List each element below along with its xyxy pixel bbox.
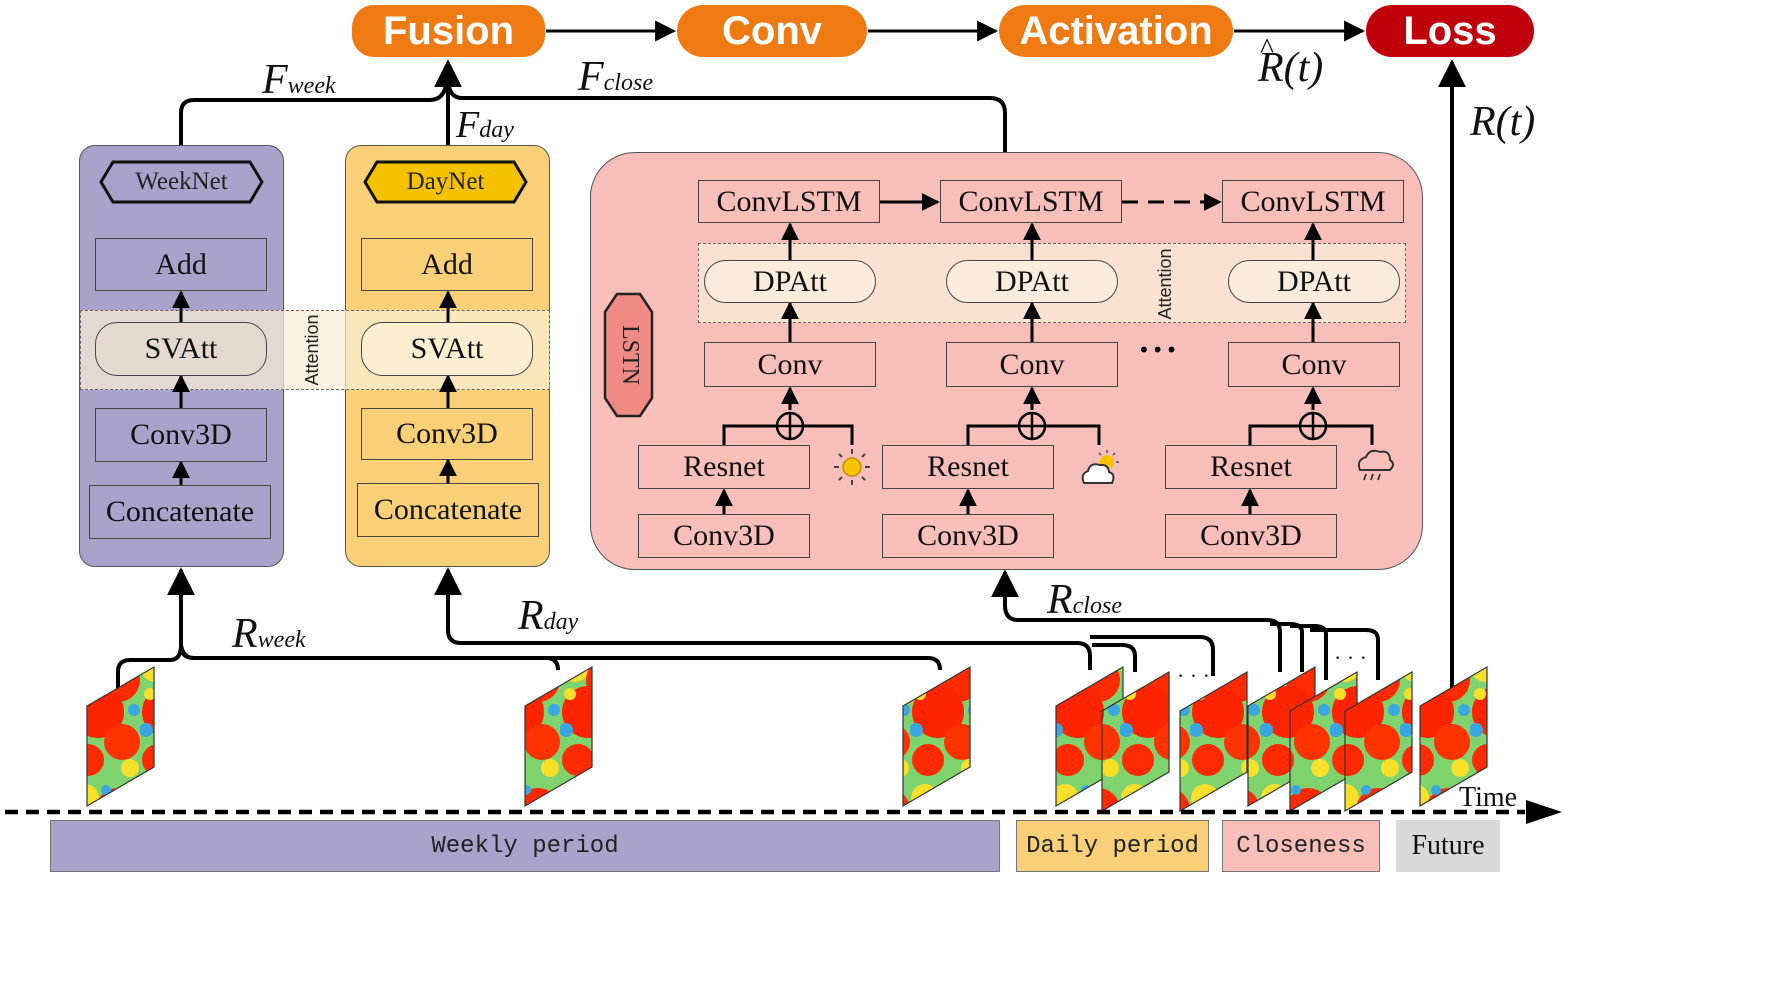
time-label: Time bbox=[1459, 782, 1518, 813]
heatmap-week-3 bbox=[902, 665, 971, 808]
daynet-concatenate: Concatenate bbox=[357, 483, 539, 537]
conv3d-3: Conv3D bbox=[1165, 514, 1337, 558]
daynet-svatt: SVAtt bbox=[361, 322, 533, 376]
weeknet-title: WeekNet bbox=[135, 168, 228, 195]
tile-dots-close: · · · bbox=[1334, 645, 1367, 670]
convlstm-1: ConvLSTM bbox=[698, 180, 880, 223]
conv3d-2: Conv3D bbox=[882, 514, 1054, 558]
weeknet-add: Add bbox=[95, 238, 267, 291]
label-f-week: Fweek bbox=[262, 57, 336, 103]
sun-icon bbox=[834, 449, 870, 485]
label-f-day: Fday bbox=[456, 104, 514, 146]
conv-3: Conv bbox=[1228, 342, 1400, 387]
lstn-title: LSTN bbox=[617, 325, 643, 385]
heatmap-close-3 bbox=[1344, 670, 1413, 813]
conv3d-1: Conv3D bbox=[638, 514, 810, 558]
weeknet-conv3d: Conv3D bbox=[95, 408, 267, 462]
label-r-hat: ^ R(t) bbox=[1258, 32, 1324, 91]
lstn-hexagon bbox=[603, 292, 654, 418]
label-f-close: Fclose bbox=[578, 54, 653, 100]
convlstm-3: ConvLSTM bbox=[1222, 180, 1404, 223]
lstn-ellipsis: ••• bbox=[1138, 338, 1180, 362]
dpatt-1: DPAtt bbox=[704, 260, 876, 303]
timeline-arrowhead bbox=[1526, 800, 1562, 824]
daynet-add: Add bbox=[361, 238, 533, 291]
weeknet-concatenate: Concatenate bbox=[89, 485, 271, 539]
resnet-3: Resnet bbox=[1165, 445, 1337, 489]
daily-period-bar: Daily period bbox=[1016, 820, 1209, 872]
weeknet-svatt: SVAtt bbox=[95, 322, 267, 376]
rain-icon bbox=[1357, 449, 1394, 481]
label-r-close: Rclose bbox=[1047, 577, 1122, 623]
weeknet-hexagon bbox=[99, 160, 264, 204]
fusion-node: Fusion bbox=[352, 5, 545, 57]
heatmap-day-2 bbox=[1101, 670, 1170, 813]
resnet-2: Resnet bbox=[882, 445, 1054, 489]
label-r-week: Rweek bbox=[232, 611, 306, 657]
heatmap-future bbox=[1419, 665, 1488, 808]
conv-2: Conv bbox=[946, 342, 1118, 387]
loss-node: Loss bbox=[1366, 5, 1534, 57]
future-bar: Future bbox=[1396, 820, 1500, 872]
dpatt-3: DPAtt bbox=[1228, 260, 1400, 303]
heatmap-day-3 bbox=[1179, 670, 1248, 813]
weekly-period-bar: Weekly period bbox=[50, 820, 1000, 872]
daynet-conv3d: Conv3D bbox=[361, 408, 533, 460]
partly-cloudy-icon bbox=[1081, 450, 1119, 484]
dpatt-2: DPAtt bbox=[946, 260, 1118, 303]
label-r-t: R(t) bbox=[1470, 99, 1536, 145]
heatmap-week-1 bbox=[86, 665, 155, 808]
heatmap-week-2 bbox=[524, 665, 593, 808]
tile-dots-day: · · · bbox=[1177, 663, 1210, 688]
activation-node: Activation bbox=[999, 5, 1233, 57]
conv-node: Conv bbox=[677, 5, 867, 57]
resnet-1: Resnet bbox=[638, 445, 810, 489]
convlstm-2: ConvLSTM bbox=[940, 180, 1122, 223]
closeness-bar: Closeness bbox=[1222, 820, 1380, 872]
daynet-title: DayNet bbox=[406, 168, 485, 195]
label-r-day: Rday bbox=[518, 593, 579, 639]
daynet-hexagon bbox=[363, 160, 528, 204]
conv-1: Conv bbox=[704, 342, 876, 387]
